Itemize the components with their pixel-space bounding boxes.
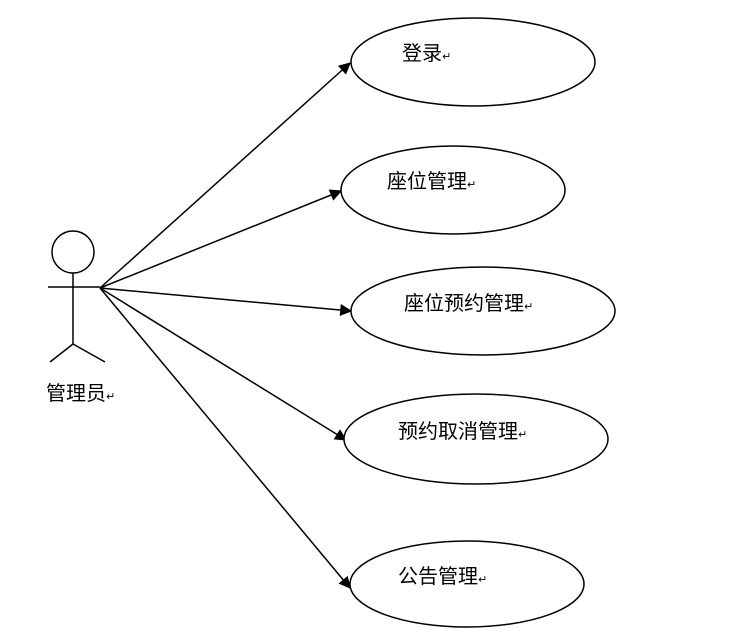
association-arrow-reservation-cancel-management	[99, 287, 348, 441]
actor-label: 管理员↵	[46, 381, 115, 405]
use-case-ellipse	[340, 145, 566, 235]
paragraph-mark: ↵	[442, 50, 451, 63]
use-case-ellipse	[350, 17, 596, 107]
use-case-ellipse	[343, 393, 609, 485]
use-case-label: 座位管理↵	[387, 169, 476, 193]
use-case-ellipse	[349, 540, 585, 628]
paragraph-mark: ↵	[106, 390, 115, 403]
association-arrow-seat-management	[99, 189, 343, 289]
actor-left-leg	[49, 343, 74, 363]
use-case-reservation-cancel-management: 预约取消管理↵	[343, 393, 609, 485]
use-case-label: 座位预约管理↵	[404, 291, 533, 315]
use-case-seat-reservation-management: 座位预约管理↵	[350, 266, 616, 356]
use-case-label: 登录↵	[402, 41, 451, 65]
paragraph-mark: ↵	[518, 428, 527, 441]
use-case-ellipse	[350, 266, 616, 356]
association-arrow-seat-reservation-management	[99, 287, 353, 316]
use-case-label: 预约取消管理↵	[398, 419, 527, 443]
use-case-login: 登录↵	[350, 17, 596, 107]
use-case-label: 公告管理↵	[398, 564, 487, 588]
actor-head	[51, 230, 95, 274]
association-arrow-login	[99, 62, 351, 289]
actor: 管理员↵	[46, 230, 115, 405]
associations	[99, 62, 353, 589]
paragraph-mark: ↵	[467, 178, 476, 191]
paragraph-mark: ↵	[478, 573, 487, 586]
paragraph-mark: ↵	[524, 300, 533, 313]
association-arrow-announcement-management	[99, 287, 351, 589]
use-case-announcement-management: 公告管理↵	[349, 540, 585, 628]
use-case-seat-management: 座位管理↵	[340, 145, 566, 235]
actor-right-leg	[72, 343, 106, 363]
